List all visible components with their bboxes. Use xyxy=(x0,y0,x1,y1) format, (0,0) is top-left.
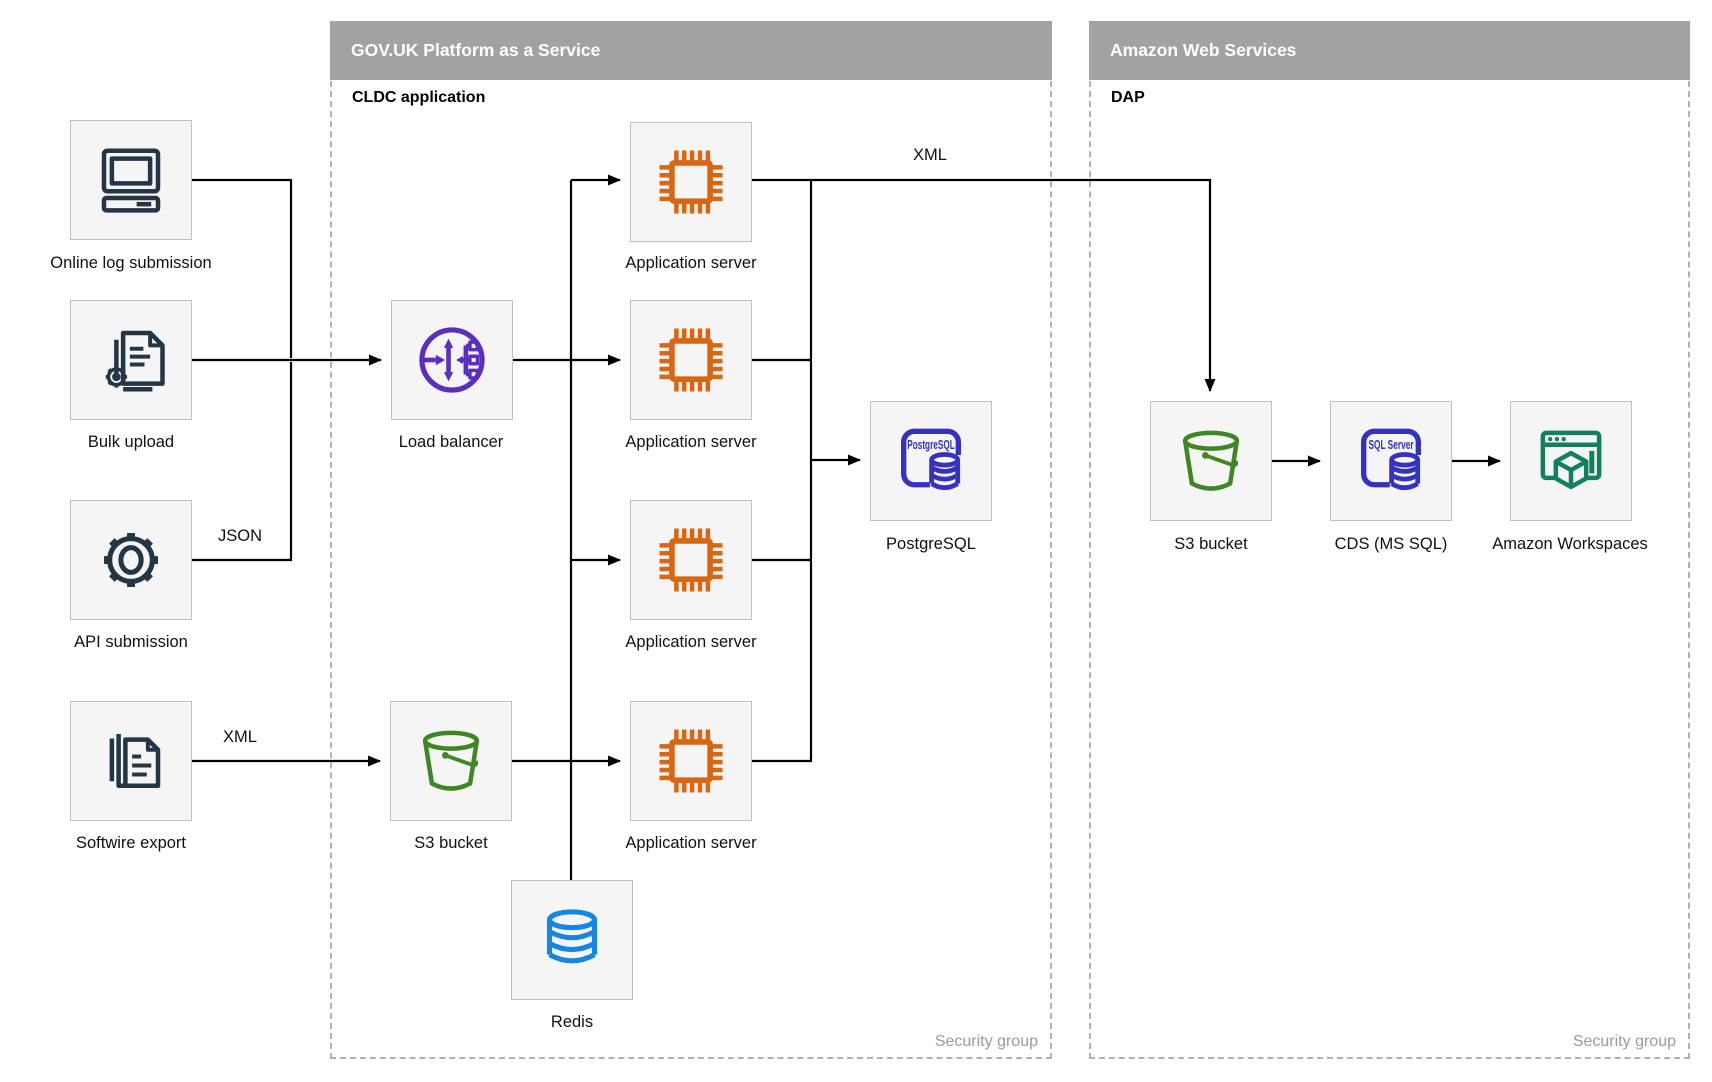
postgresql-database-icon: PostgreSQL xyxy=(901,428,964,491)
gear-icon xyxy=(104,533,158,587)
node-app-server-2 xyxy=(630,300,752,420)
edge-label-json: JSON xyxy=(217,527,262,545)
paas-container: GOV.UK Platform as a Service CLDC applic… xyxy=(330,21,1052,1059)
node-label: S3 bucket xyxy=(1174,535,1248,553)
documents-stack-icon xyxy=(109,734,161,788)
postgresql-icon-text: PostgreSQL xyxy=(907,438,955,452)
chip-icon xyxy=(659,528,723,592)
document-gear-icon xyxy=(105,330,165,392)
node-label: Application server xyxy=(625,834,757,852)
aws-security-group-label: Security group xyxy=(1572,1033,1676,1050)
node-label: API submission xyxy=(74,633,188,651)
aws-title: Amazon Web Services xyxy=(1110,40,1297,60)
node-app-server-1 xyxy=(630,122,752,242)
desktop-computer-icon xyxy=(101,148,161,213)
node-label: Load balancer xyxy=(398,433,504,451)
node-s3-bucket-paas xyxy=(390,701,512,821)
node-api-submission xyxy=(70,500,192,620)
node-app-server-4 xyxy=(630,701,752,821)
edge-label-xml-to-aws: XML xyxy=(913,146,947,164)
paas-sublabel: CLDC application xyxy=(352,89,486,106)
node-online-log-submission xyxy=(70,120,192,240)
load-balancer-icon xyxy=(419,327,485,393)
node-cds-mssql: SQL Server xyxy=(1330,401,1452,521)
aws-container: Amazon Web Services DAP Security group xyxy=(1089,21,1690,1059)
node-amazon-workspaces xyxy=(1510,401,1632,521)
node-load-balancer xyxy=(391,300,513,420)
node-label: Softwire export xyxy=(75,834,187,852)
chip-icon xyxy=(659,729,723,793)
node-label: Application server xyxy=(625,254,757,272)
node-label: Redis xyxy=(550,1013,594,1031)
node-bulk-upload xyxy=(70,300,192,420)
sql-server-database-icon: SQL Server xyxy=(1361,428,1424,491)
chip-icon xyxy=(659,328,723,392)
node-label: Amazon Workspaces xyxy=(1492,535,1648,553)
node-label: S3 bucket xyxy=(414,834,488,852)
edge-label-xml-softwire: XML xyxy=(223,728,257,746)
bucket-icon xyxy=(422,730,480,791)
redis-database-icon xyxy=(546,909,598,964)
node-redis xyxy=(511,880,633,1000)
paas-header: GOV.UK Platform as a Service xyxy=(330,21,1052,80)
node-label: Bulk upload xyxy=(87,433,175,451)
node-s3-bucket-aws xyxy=(1150,401,1272,521)
node-softwire-export xyxy=(70,701,192,821)
paas-title: GOV.UK Platform as a Service xyxy=(351,40,601,60)
node-label: Application server xyxy=(625,433,757,451)
node-app-server-3 xyxy=(630,500,752,620)
node-label: Online log submission xyxy=(50,254,212,272)
node-label: Application server xyxy=(625,633,757,651)
workspaces-icon xyxy=(1540,430,1602,490)
bucket-icon xyxy=(1182,430,1240,491)
node-postgresql: PostgreSQL xyxy=(870,401,992,521)
sql-server-icon-text: SQL Server xyxy=(1368,438,1413,452)
aws-header: Amazon Web Services xyxy=(1089,21,1690,80)
node-label: CDS (MS SQL) xyxy=(1334,535,1448,553)
paas-security-group-label: Security group xyxy=(934,1033,1038,1050)
chip-icon xyxy=(659,150,723,214)
aws-sublabel: DAP xyxy=(1111,89,1145,106)
node-label: PostgreSQL xyxy=(886,535,976,553)
